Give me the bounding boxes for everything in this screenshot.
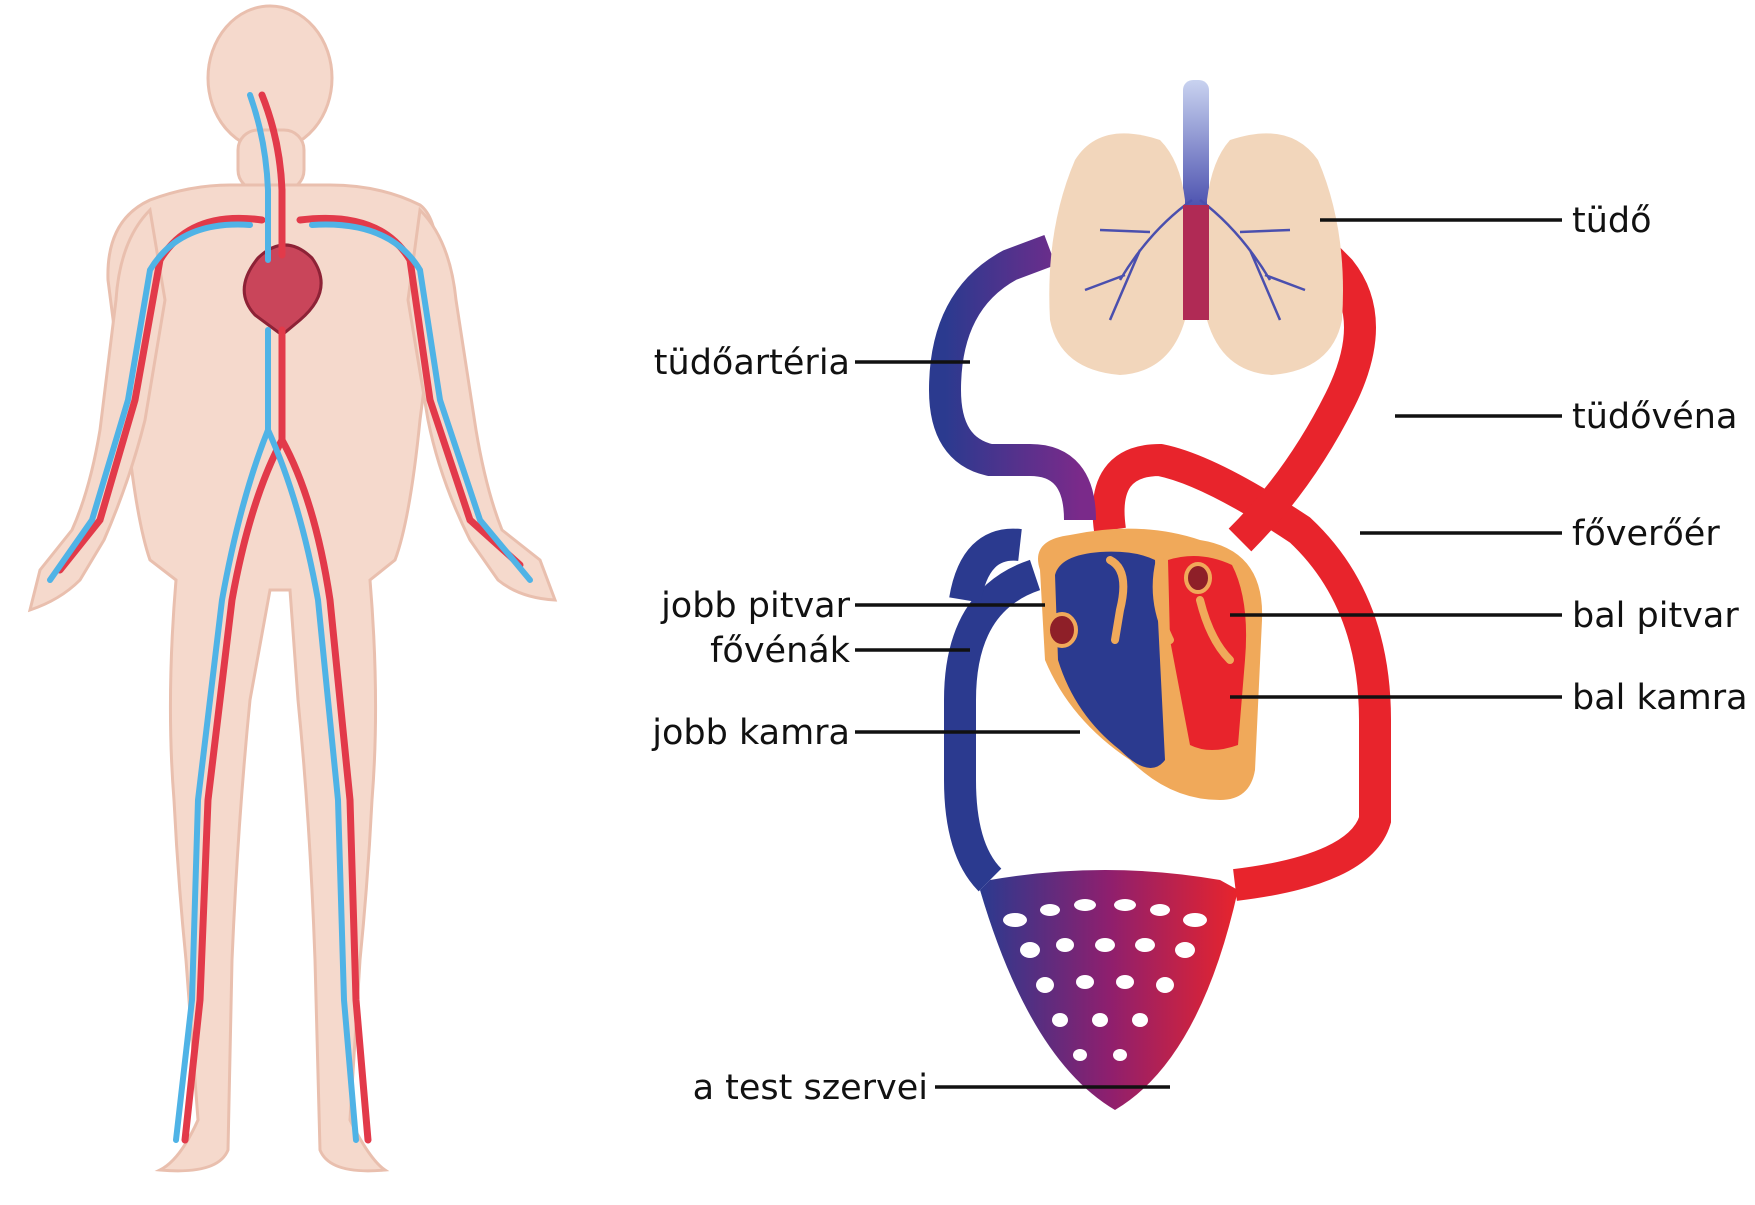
right-atrium-valve: [1046, 612, 1078, 648]
leader-lines: [855, 218, 1562, 1089]
left-atrium-valve: [1184, 562, 1212, 594]
label-vena-cava: fővénák: [710, 631, 851, 671]
lung-center: [1183, 205, 1209, 320]
bronchi: [1084, 198, 1306, 321]
label-pulmonary-vein: tüdővéna: [1572, 397, 1737, 437]
circulation-diagram: [928, 80, 1391, 1110]
pulmonary-artery-vessel: [928, 235, 1096, 521]
left-lung: [1049, 133, 1185, 375]
label-right-ventricle: jobb kamra: [651, 713, 850, 753]
label-left-atrium: bal pitvar: [1572, 596, 1739, 636]
labels: tüdő tüdőartéria tüdővéna főverőér jobb …: [651, 201, 1747, 1108]
human-figure: [27, 4, 558, 1173]
body-silhouette: [27, 4, 558, 1173]
superior-vena-cava: [949, 528, 1022, 604]
pulmonary-vein-vessel: [1228, 238, 1376, 552]
trachea: [1183, 80, 1209, 210]
right-lung: [1207, 133, 1343, 375]
vena-cava-vessel: [944, 559, 1041, 892]
label-body-organs: a test szervei: [693, 1068, 928, 1108]
label-right-atrium: jobb pitvar: [660, 586, 851, 626]
label-left-ventricle: bal kamra: [1572, 678, 1748, 718]
label-lung: tüdő: [1572, 201, 1652, 241]
right-heart-chambers: [1055, 551, 1165, 768]
lungs: [1049, 80, 1343, 375]
body-organs-capillaries: [980, 870, 1238, 1110]
heart-septum: [1106, 556, 1234, 664]
label-pulmonary-artery: tüdőartéria: [654, 343, 850, 383]
figure-arteries: [56, 91, 524, 1144]
left-heart-chambers: [1168, 556, 1247, 750]
figure-veins: [47, 92, 533, 1143]
aorta-vessel: [1092, 443, 1391, 901]
label-aorta: főverőér: [1572, 514, 1720, 554]
figure-heart: [242, 243, 323, 337]
heart: [1038, 528, 1263, 800]
